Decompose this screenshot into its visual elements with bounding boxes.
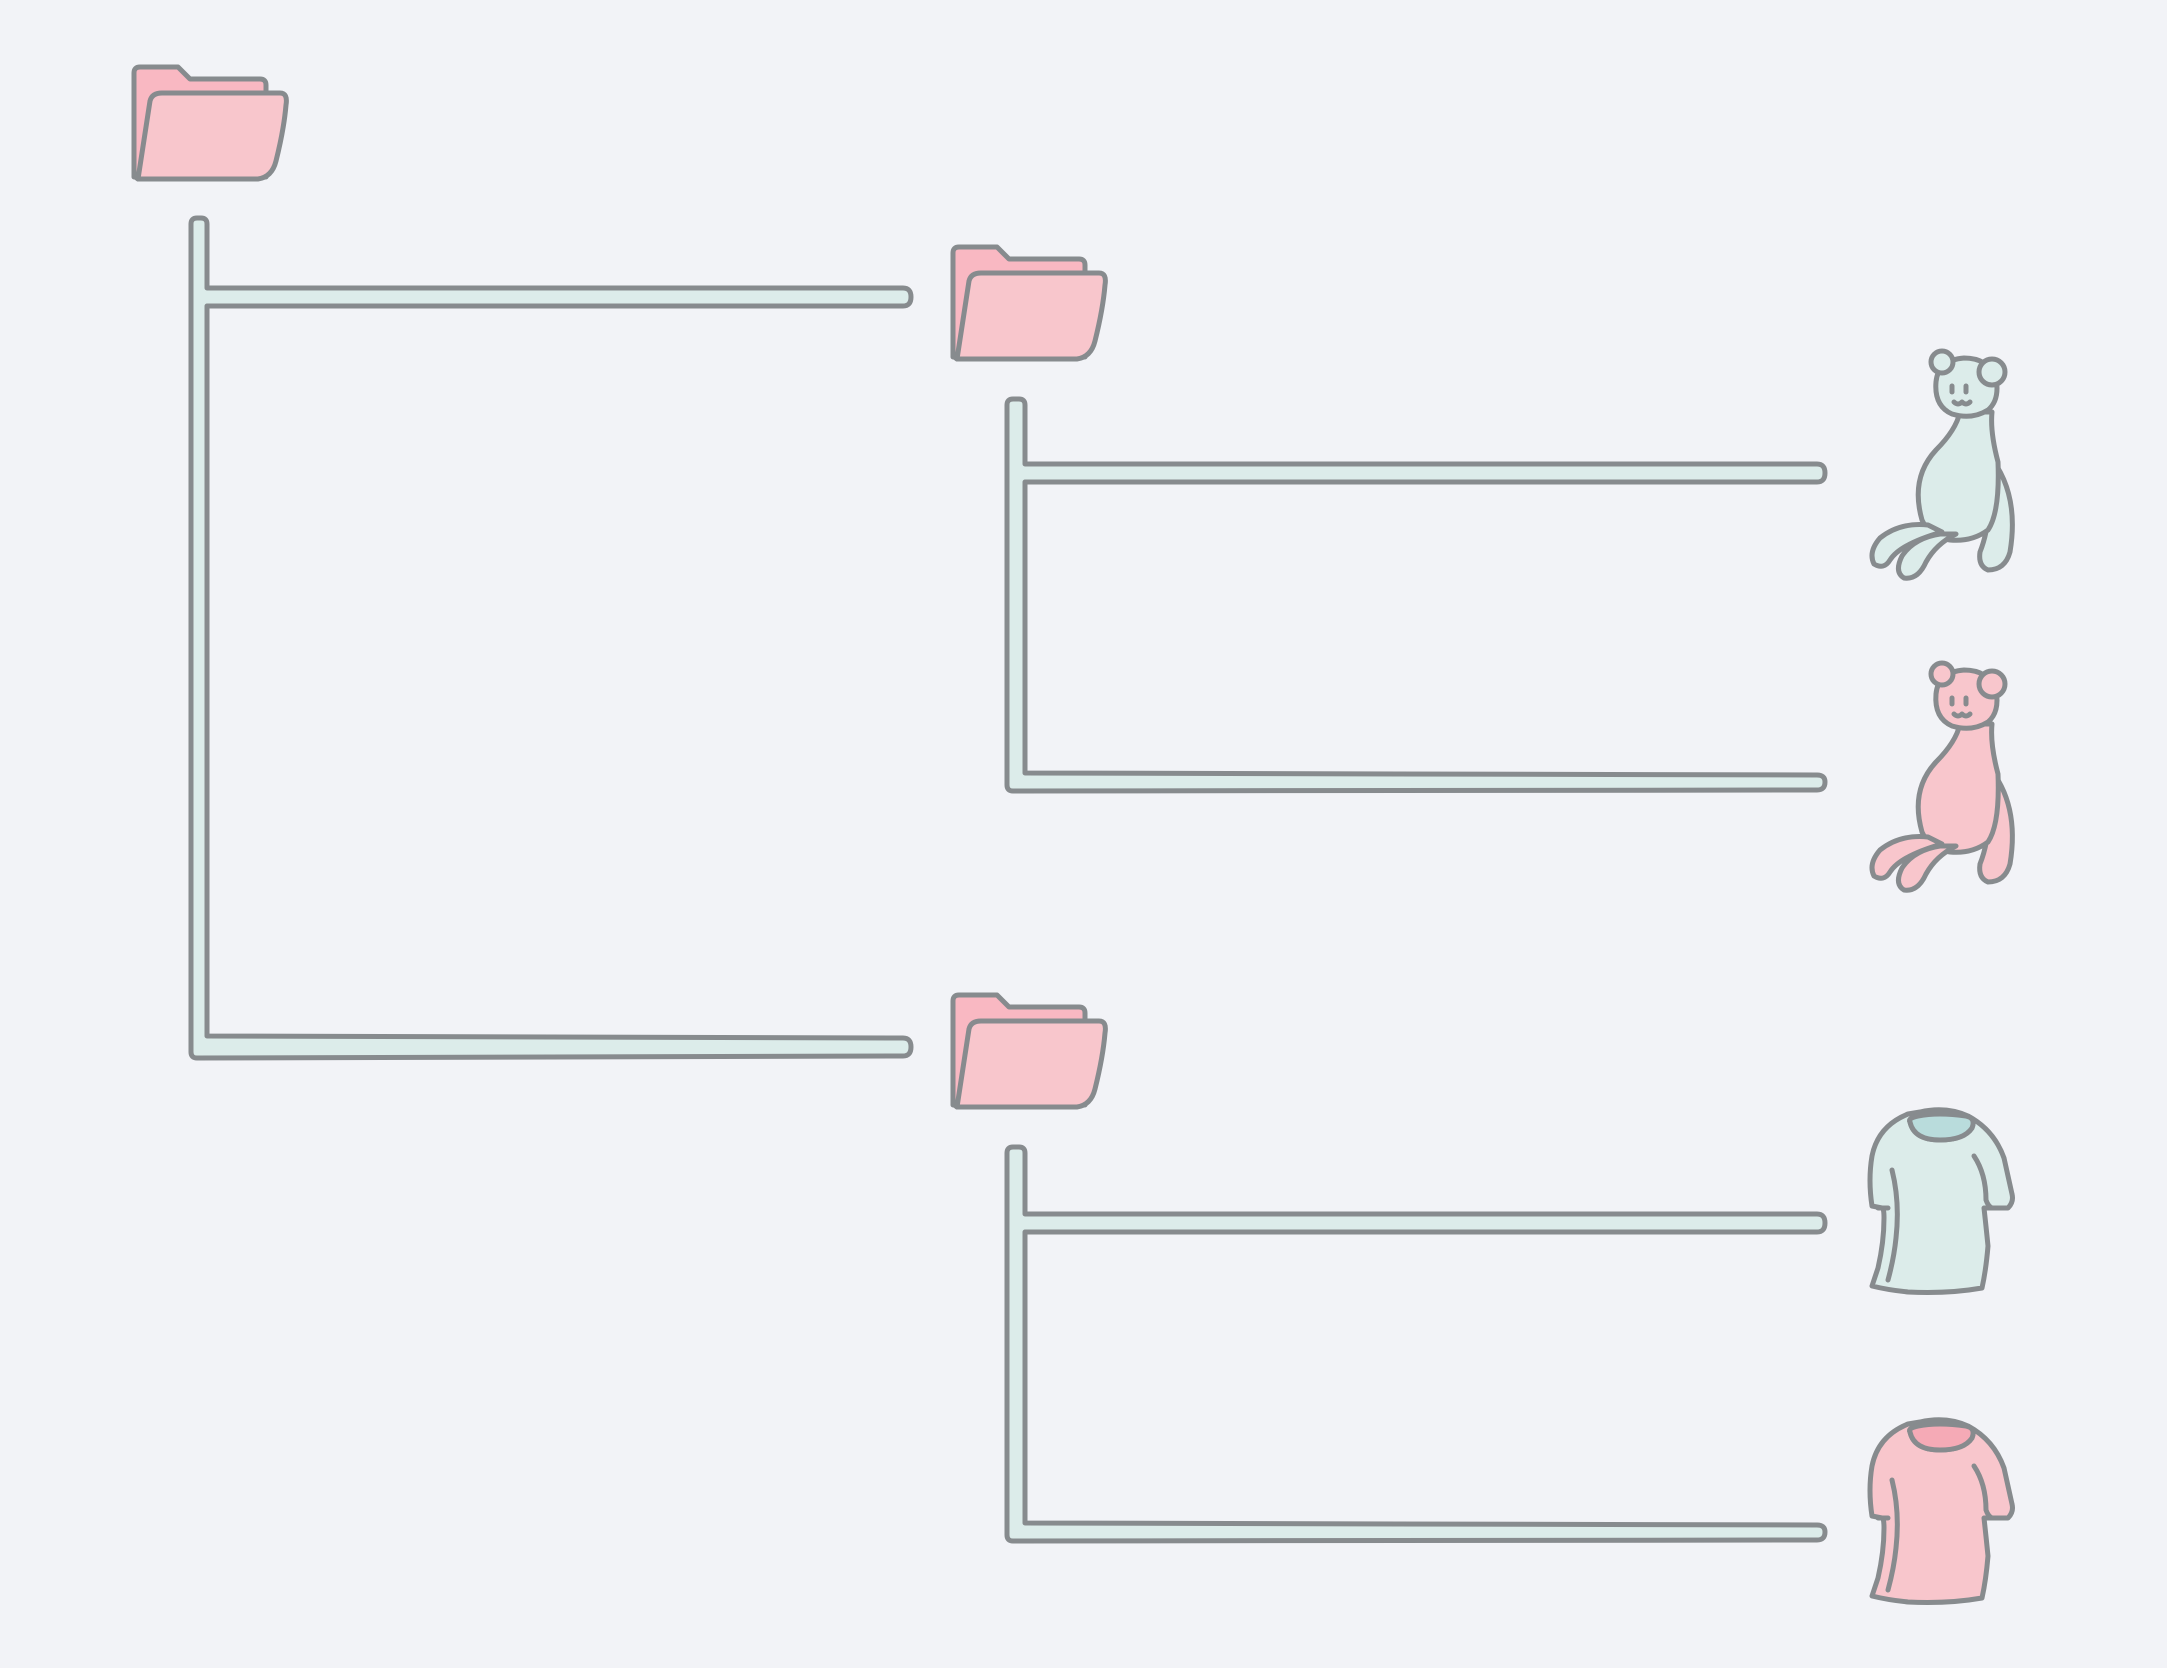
teddy-bear-icon[interactable] bbox=[1872, 351, 2012, 578]
connector-folder-2 bbox=[1004, 1144, 1828, 1544]
subfolder-clothing-icon[interactable] bbox=[953, 995, 1105, 1107]
connector-root bbox=[188, 215, 914, 1061]
collar-accent bbox=[1907, 1421, 1976, 1453]
root-folder-icon[interactable] bbox=[134, 67, 286, 179]
tree-connectors bbox=[188, 215, 1828, 1544]
connector-folder-1 bbox=[1004, 396, 1828, 794]
teddy-bear-icon[interactable] bbox=[1872, 663, 2012, 890]
collar-accent bbox=[1907, 1111, 1976, 1143]
subfolder-toys-icon[interactable] bbox=[953, 247, 1105, 359]
